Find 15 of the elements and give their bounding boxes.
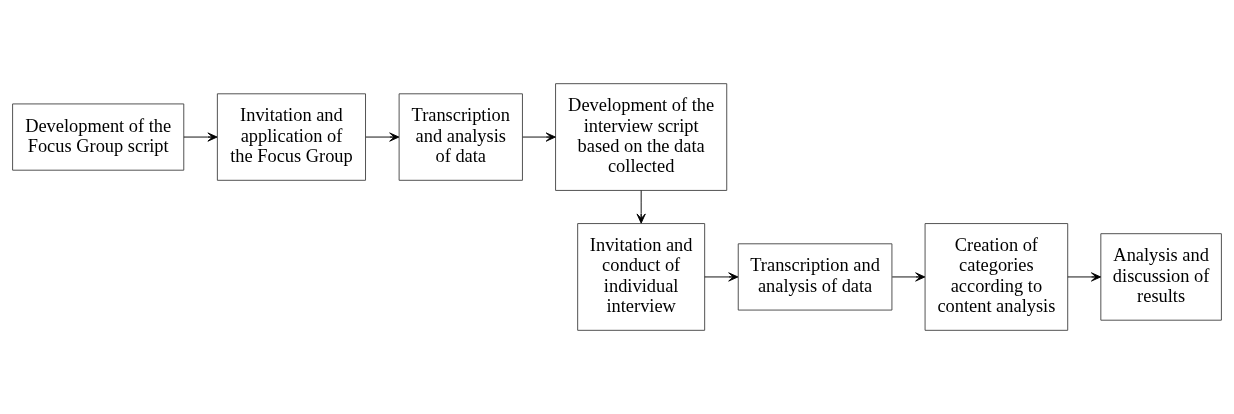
node-box: Transcription and analysis of data <box>737 243 893 311</box>
arrow <box>891 272 926 282</box>
arrow <box>183 132 218 142</box>
arrow <box>636 190 646 224</box>
arrow <box>704 272 739 282</box>
node-box: Invitation and application of the Focus Group <box>216 93 366 181</box>
node-box: Development of the interview script based on the data collected <box>555 83 728 191</box>
node-box: Analysis and discussion of results <box>1100 233 1222 321</box>
node-box: Transcription and analysis of data <box>398 93 523 181</box>
arrow <box>522 132 556 142</box>
arrow <box>1067 272 1102 282</box>
node-box: Development of the Focus Group script <box>12 103 185 171</box>
node-box: Creation of categories according to content analysis <box>924 223 1069 331</box>
arrow <box>365 132 400 142</box>
node-box: Invitation and conduct of individual interview <box>577 223 706 331</box>
